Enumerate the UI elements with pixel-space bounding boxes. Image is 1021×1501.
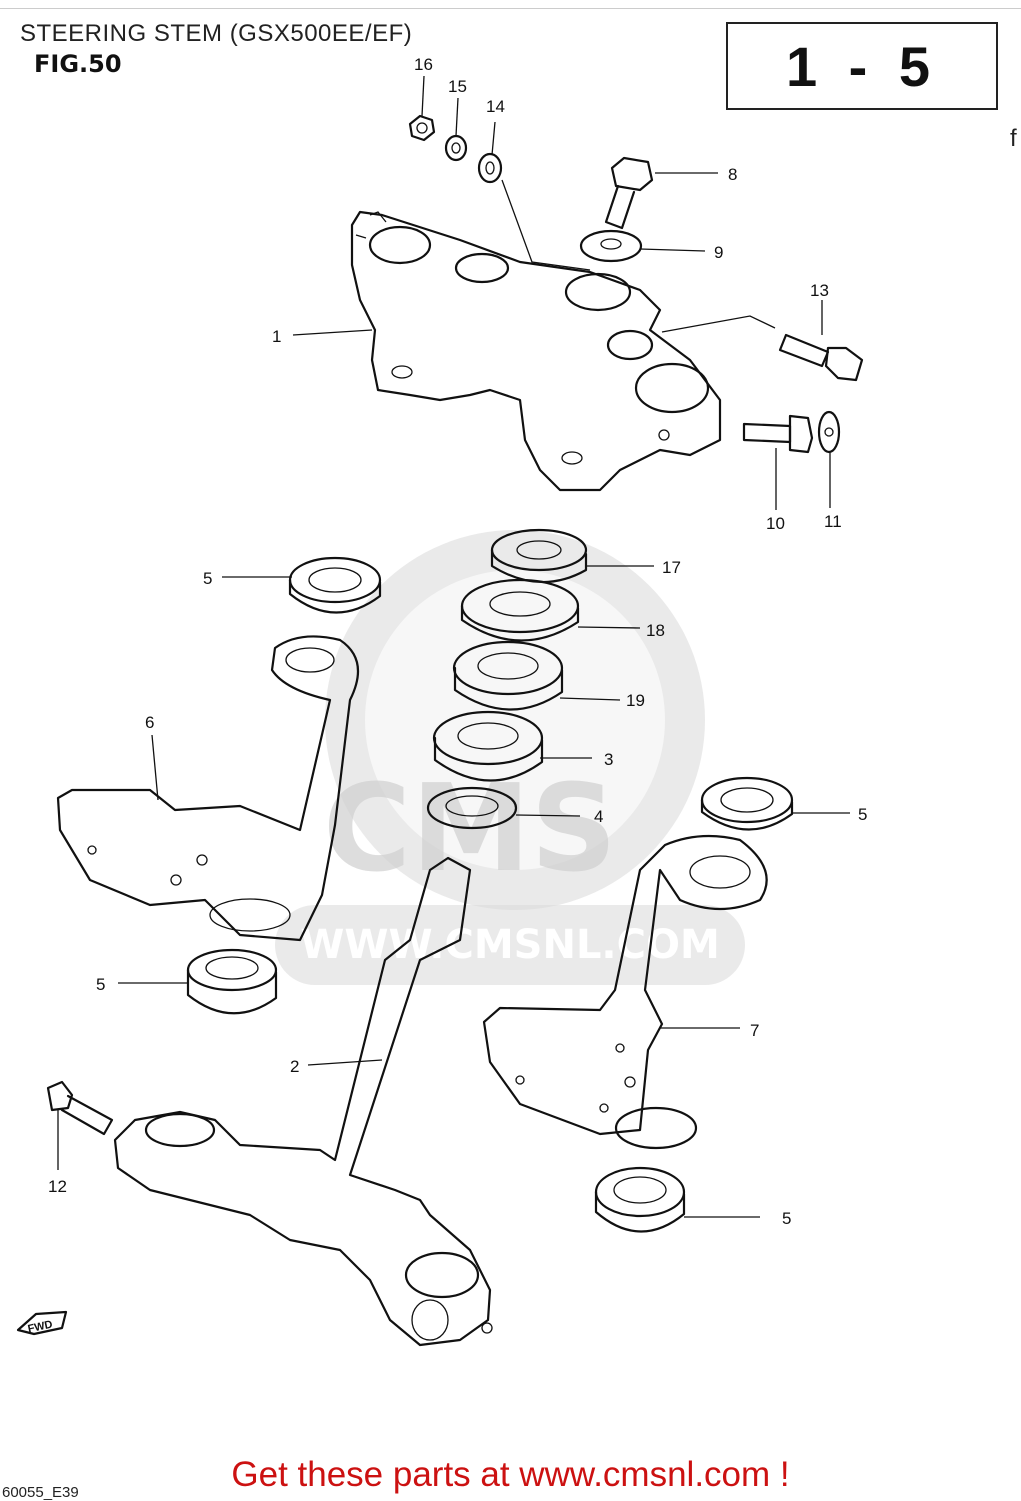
nut-part xyxy=(408,114,436,142)
grommet-part-lower-right xyxy=(594,1166,686,1233)
label-19: 19 xyxy=(626,691,645,710)
leader-lines xyxy=(57,75,850,1218)
label-5-b: 5 xyxy=(858,805,867,824)
cms-watermark: CMS WWW.CMSNL.COM xyxy=(275,530,745,985)
upper-bracket-part xyxy=(350,210,722,492)
top-bolt-part xyxy=(604,156,654,230)
label-5-a: 5 xyxy=(203,569,212,588)
label-16: 16 xyxy=(414,55,433,74)
spring-washer-part xyxy=(477,152,503,184)
grommet-part-upper-left xyxy=(288,556,382,614)
steering-stem-part xyxy=(113,856,493,1347)
edge-mark: f xyxy=(1010,125,1017,152)
section-code-box: 1 - 5 xyxy=(726,22,998,110)
right-bracket-part xyxy=(482,834,768,1150)
corner-code: 60055_E39 xyxy=(2,1484,79,1501)
footer-cta-link[interactable]: Get these parts at www.cmsnl.com ! xyxy=(231,1455,790,1494)
upper-bearing-part xyxy=(452,640,564,711)
label-10: 10 xyxy=(766,514,785,533)
small-washer-part xyxy=(817,410,841,454)
label-18: 18 xyxy=(646,621,665,640)
label-14: 14 xyxy=(486,97,505,116)
part-number-labels: 1 2 3 4 5 5 5 5 6 7 8 9 10 11 12 13 14 1… xyxy=(48,55,867,1228)
stem-bolt-part xyxy=(46,1080,114,1136)
lower-bearing-part xyxy=(432,710,544,782)
forward-direction-arrow: FWD xyxy=(16,1310,68,1335)
label-5-c: 5 xyxy=(96,975,105,994)
diagram-title: STEERING STEM (GSX500EE/EF) xyxy=(20,20,413,47)
dust-seal-part xyxy=(460,578,580,642)
label-3: 3 xyxy=(604,750,613,769)
label-5-d: 5 xyxy=(782,1209,791,1228)
label-13: 13 xyxy=(810,281,829,300)
pinch-bolt-part xyxy=(742,414,814,454)
label-4: 4 xyxy=(594,807,603,826)
label-7: 7 xyxy=(750,1021,759,1040)
label-11: 11 xyxy=(824,512,842,531)
label-15: 15 xyxy=(448,77,467,96)
label-12: 12 xyxy=(48,1177,67,1196)
clamp-bolt-part xyxy=(778,333,864,382)
grommet-part-lower-left xyxy=(186,948,278,1015)
flat-washer-part xyxy=(579,229,643,263)
watermark-url: WWW.CMSNL.COM xyxy=(300,922,720,968)
top-rule xyxy=(0,8,1021,9)
label-8: 8 xyxy=(728,165,737,184)
label-17: 17 xyxy=(662,558,681,577)
watermark-brand: CMS xyxy=(323,760,617,899)
grommet-part-right xyxy=(700,776,794,831)
figure-number: FIG.50 xyxy=(34,50,122,78)
label-1: 1 xyxy=(272,327,281,346)
label-6: 6 xyxy=(145,713,154,732)
left-bracket-part xyxy=(56,635,360,942)
label-2: 2 xyxy=(290,1057,299,1076)
washer-part xyxy=(444,134,468,162)
label-9: 9 xyxy=(714,243,723,262)
lower-seal-part xyxy=(426,786,518,830)
fwd-label: FWD xyxy=(27,1318,54,1335)
